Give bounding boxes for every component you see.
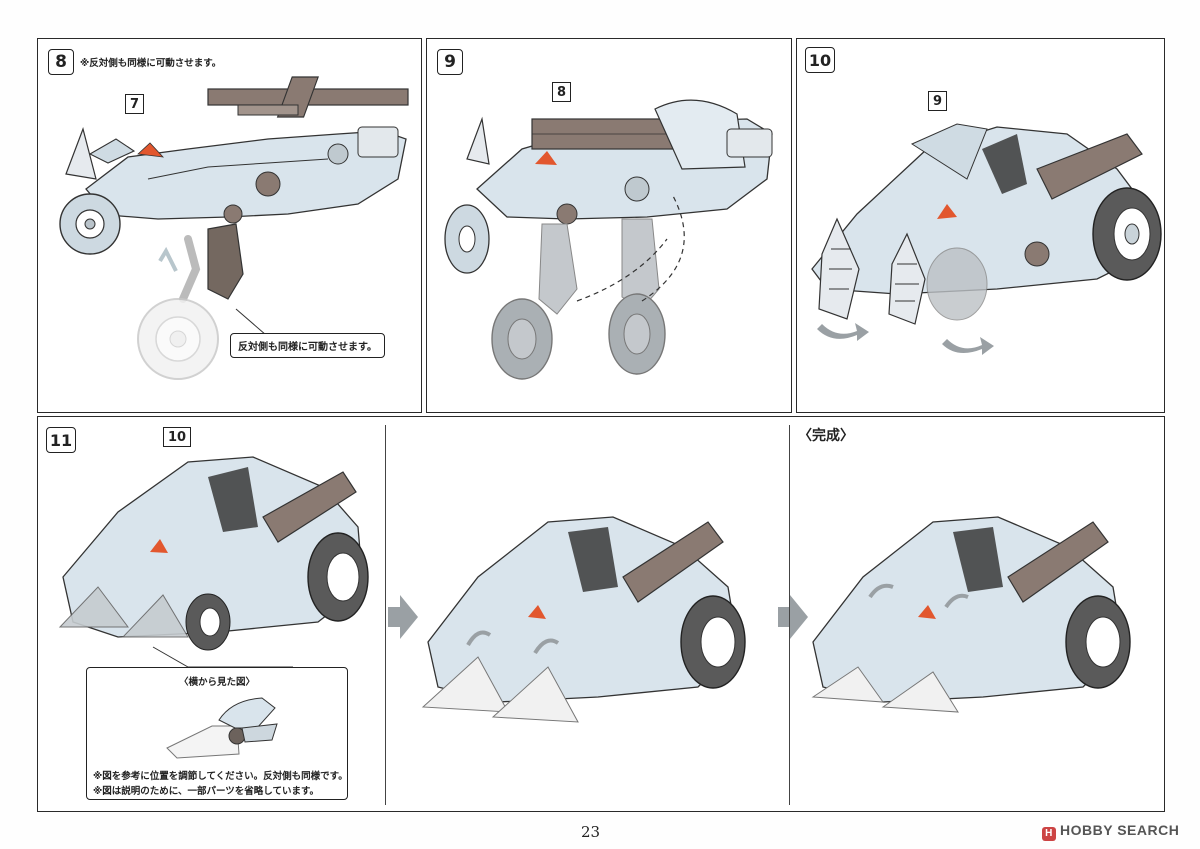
step-number: 10 (805, 47, 835, 73)
omission-note: ※図は説明のために、一部パーツを省略しています。 (93, 786, 320, 797)
page-number: 23 (581, 823, 601, 841)
swing-arm (207, 223, 244, 300)
cannon (207, 76, 409, 118)
vehicle-complete (811, 516, 1131, 713)
step-9-illustration (444, 99, 773, 380)
step-10-panel: 10 9 (796, 38, 1165, 413)
step-number: 11 (46, 427, 76, 453)
panel-divider (385, 425, 386, 805)
body-shape (85, 130, 407, 220)
side-view-title: 〈横から見た図〉 (179, 677, 256, 688)
complete-label: 〈完成〉 (798, 428, 854, 444)
part-ref-label: 9 (928, 91, 948, 111)
step-number: 9 (437, 49, 463, 75)
step-9-panel: 9 8 (426, 38, 792, 413)
panel-divider (789, 425, 790, 805)
watermark-logo: H (1042, 827, 1056, 841)
ghost-wheel (137, 298, 219, 380)
next-arrow-icon (778, 595, 808, 639)
step-8-illustration (59, 76, 409, 380)
step-11-illustration (58, 456, 1131, 723)
callout-note: 反対側も同様に可動させます。 (230, 333, 385, 358)
rear-wheel (1092, 187, 1162, 281)
step-8-panel: 8 ※反対側も同様に可動させます。 7 反対側も同様に可動させます。 (37, 38, 422, 413)
watermark: H HOBBY SEARCH (1042, 822, 1179, 841)
part-ref-label: 7 (125, 94, 145, 114)
part-ref-label: 8 (552, 82, 572, 102)
vehicle-intermediate (421, 516, 746, 723)
ghost-wheel-left (491, 298, 553, 380)
mech-detail (223, 126, 399, 224)
side-view-illustration (166, 697, 278, 759)
step-10-illustration (811, 123, 1162, 355)
ghost-wheel-right (608, 293, 666, 375)
part-ref-label: 10 (163, 427, 192, 447)
step-number: 8 (48, 49, 74, 75)
watermark-text: HOBBY SEARCH (1060, 822, 1180, 838)
vehicle-step-11 (58, 456, 369, 668)
side-view-box: 〈横から見た図〉 ※図を参考に位置を調節してください。反対側も同様です。 ※図は… (86, 667, 348, 800)
adjust-note: ※図を参考に位置を調節してください。反対側も同様です。 (93, 771, 348, 782)
front-wheel (59, 193, 121, 255)
next-arrow-icon (388, 595, 418, 639)
cannon (1036, 133, 1143, 200)
step-note: ※反対側も同様に可動させます。 (80, 58, 222, 69)
step-11-panel: 11 10 〈完成〉 〈横から見た図〉 ※図を参考に位置を調節してください。反対… (37, 416, 1165, 812)
